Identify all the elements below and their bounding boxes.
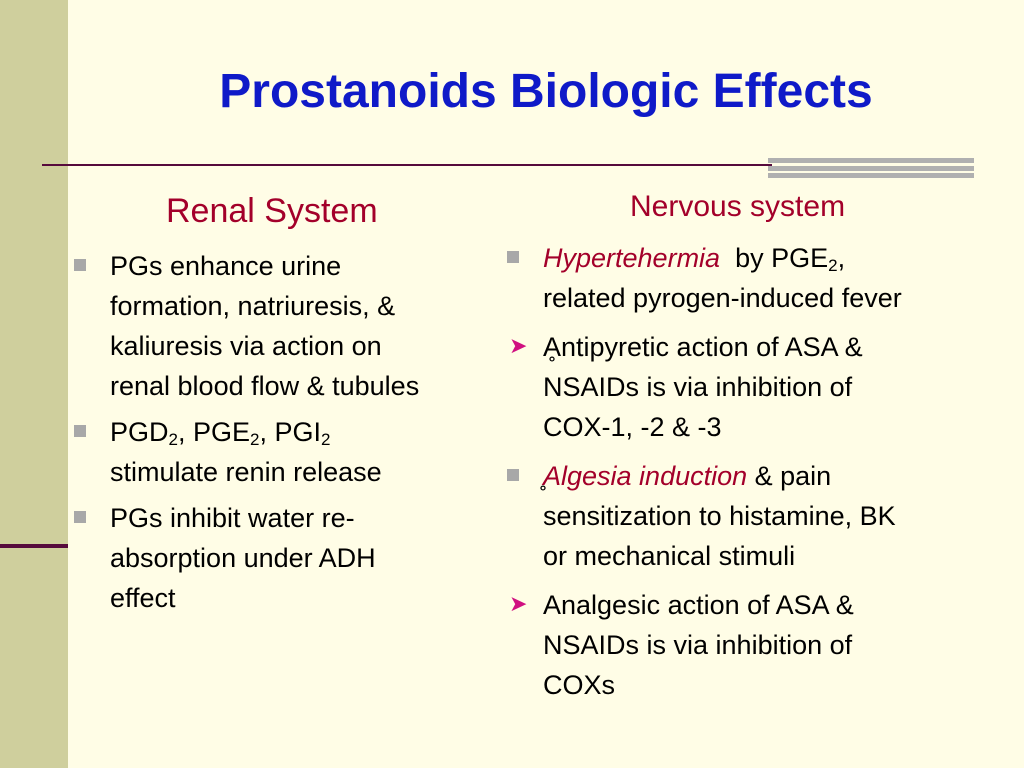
slide-title: Prostanoids Biologic Effects bbox=[219, 65, 873, 118]
line: stimulate renin release bbox=[110, 457, 382, 487]
nervous-heading: Nervous system bbox=[630, 190, 846, 223]
list-item: ➤ Analgesic action of ASA & NSAIDs is vi… bbox=[505, 585, 1017, 705]
line: absorption under ADH bbox=[110, 543, 376, 573]
line: sensitization to histamine, BK bbox=[543, 501, 896, 531]
subscript: 2 bbox=[321, 430, 331, 449]
line: related pyrogen-induced fever bbox=[543, 283, 902, 313]
line: effect bbox=[110, 583, 176, 613]
square-bullet-icon bbox=[74, 259, 86, 271]
line: Hypertehermia by PGE2, bbox=[543, 238, 1017, 278]
line: NSAIDs is via inhibition of bbox=[543, 372, 853, 402]
title-divider bbox=[42, 164, 772, 166]
line: PGD2, PGE2, PGI2 bbox=[110, 412, 512, 452]
side-bar bbox=[0, 0, 68, 768]
subscript: 2 bbox=[250, 430, 260, 449]
italic-term: Hypertehermia bbox=[543, 243, 721, 273]
renal-heading: Renal System bbox=[166, 192, 378, 230]
list-item: ➤ Ḁntipyretic action of ASA & NSAIDs is… bbox=[505, 327, 1017, 447]
gray-bar bbox=[768, 173, 974, 178]
text: , bbox=[837, 243, 846, 273]
line: PGs inhibit water re- bbox=[110, 503, 355, 533]
arrow-bullet-icon: ➤ bbox=[509, 334, 528, 359]
square-bullet-icon bbox=[507, 251, 519, 263]
gray-bar bbox=[768, 158, 974, 163]
line: or mechanical stimuli bbox=[543, 541, 796, 571]
list-item: Hypertehermia by PGE2, related pyrogen-i… bbox=[505, 238, 1017, 318]
line: formation, natriuresis, & bbox=[110, 291, 396, 321]
line: ̥Algesia induction & pain bbox=[543, 456, 1017, 496]
text: , PGE bbox=[177, 417, 251, 447]
nervous-list: Hypertehermia by PGE2, related pyrogen-i… bbox=[505, 238, 1017, 714]
text: by PGE bbox=[727, 243, 829, 273]
list-item: PGs enhance urine formation, natriuresis… bbox=[72, 246, 512, 406]
subscript: 2 bbox=[168, 430, 178, 449]
renal-list: PGs enhance urine formation, natriuresis… bbox=[72, 246, 512, 624]
list-item: PGs inhibit water re- absorption under A… bbox=[72, 498, 512, 618]
text: , PGI bbox=[259, 417, 321, 447]
arrow-bullet-icon: ➤ bbox=[509, 592, 528, 617]
line: kaliuresis via action on bbox=[110, 331, 382, 361]
line: COX-1, -2 & -3 bbox=[543, 412, 722, 442]
line: Ḁntipyretic action of ASA & bbox=[543, 332, 863, 362]
italic-term: Algesia induction bbox=[543, 461, 748, 491]
square-bullet-icon bbox=[74, 425, 86, 437]
line: COXs bbox=[543, 670, 616, 700]
square-bullet-icon bbox=[74, 511, 86, 523]
gray-bars-decoration bbox=[768, 158, 974, 178]
line: Analgesic action of ASA & bbox=[543, 590, 854, 620]
line: PGs enhance urine bbox=[110, 251, 342, 281]
left-divider bbox=[0, 544, 68, 548]
text: & pain bbox=[747, 461, 832, 491]
subscript: 2 bbox=[828, 256, 838, 275]
line: renal blood flow & tubules bbox=[110, 371, 420, 401]
square-bullet-icon bbox=[507, 469, 519, 481]
text: PGD bbox=[110, 417, 169, 447]
line: NSAIDs is via inhibition of bbox=[543, 630, 853, 660]
list-item: ̥Algesia induction & pain sensitization … bbox=[505, 456, 1017, 576]
list-item: PGD2, PGE2, PGI2 stimulate renin release bbox=[72, 412, 512, 492]
gray-bar bbox=[768, 166, 974, 171]
